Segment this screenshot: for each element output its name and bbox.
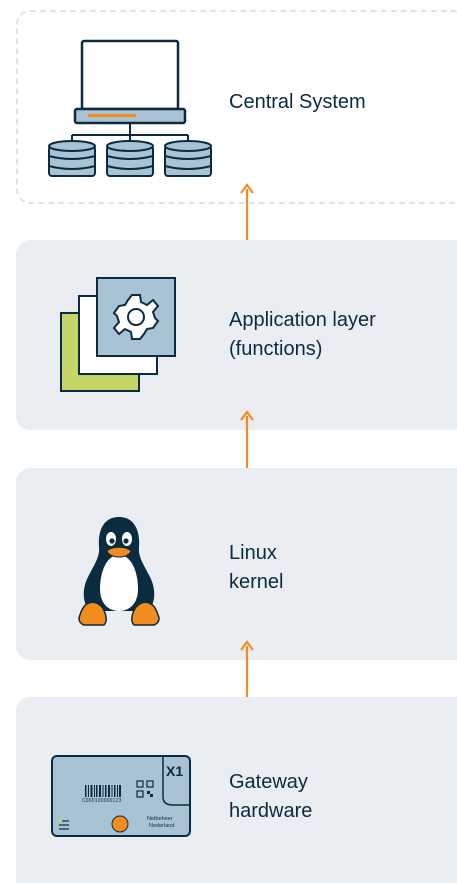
tux-penguin-icon (78, 517, 160, 626)
application-layer-label: Application layer (functions) (229, 309, 376, 360)
central-system-label: Central System (229, 91, 366, 113)
application-gear-icon (60, 277, 176, 392)
device-brand-line1: Netbeheer (147, 816, 173, 822)
gateway-device-icon: X1 C000100000123 Netbeheer Nederland (51, 755, 191, 837)
device-brand-line2: Nederland (149, 823, 175, 829)
linux-kernel-layer (16, 468, 457, 660)
device-model-label: X1 (166, 763, 184, 779)
linux-kernel-label: Linux kernel (229, 542, 284, 593)
device-barcode-number: C000100000123 (82, 798, 122, 804)
computer-with-databases-icon (48, 39, 212, 177)
gateway-hardware-label: Gateway hardware (229, 771, 313, 822)
